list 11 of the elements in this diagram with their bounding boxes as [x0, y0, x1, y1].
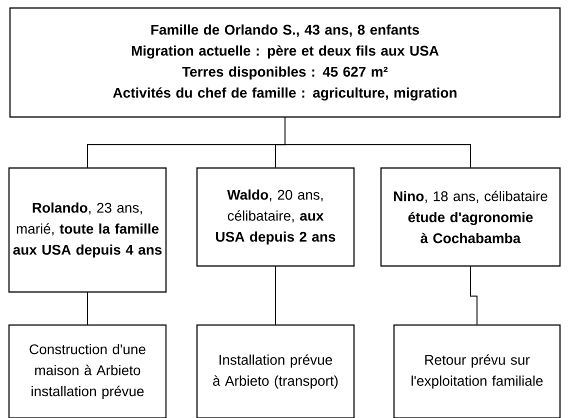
- connector-line: [470, 266, 478, 325]
- person-box: Nino, 18 ans, célibataire étude d'agronomie à Cochabamba: [380, 167, 561, 267]
- plan-box: Construction d'une maison à Arbieto installation prévue: [8, 324, 167, 418]
- plan-box: Retour prévu sur l'exploitation familiale: [393, 324, 561, 418]
- person-box: Waldo, 20 ans, célibataire, aux USA depuis 2 ans: [196, 167, 355, 267]
- person-box: Rolando, 23 ans, marié, toute la famille aux USA depuis 4 ans: [8, 167, 167, 293]
- connector-line: [87, 292, 88, 325]
- connector-line: [275, 266, 276, 325]
- connector-line: [284, 117, 471, 168]
- family-box: Famille de Orlando S., 43 ans, 8 enfants Migration actuelle : père et deux fils aux USA Terres disponibles : 45 627 m² Activités du chef de famille : agriculture, migration: [9, 7, 561, 118]
- plan-box: Installation prévue à Arbieto (transport): [196, 324, 355, 418]
